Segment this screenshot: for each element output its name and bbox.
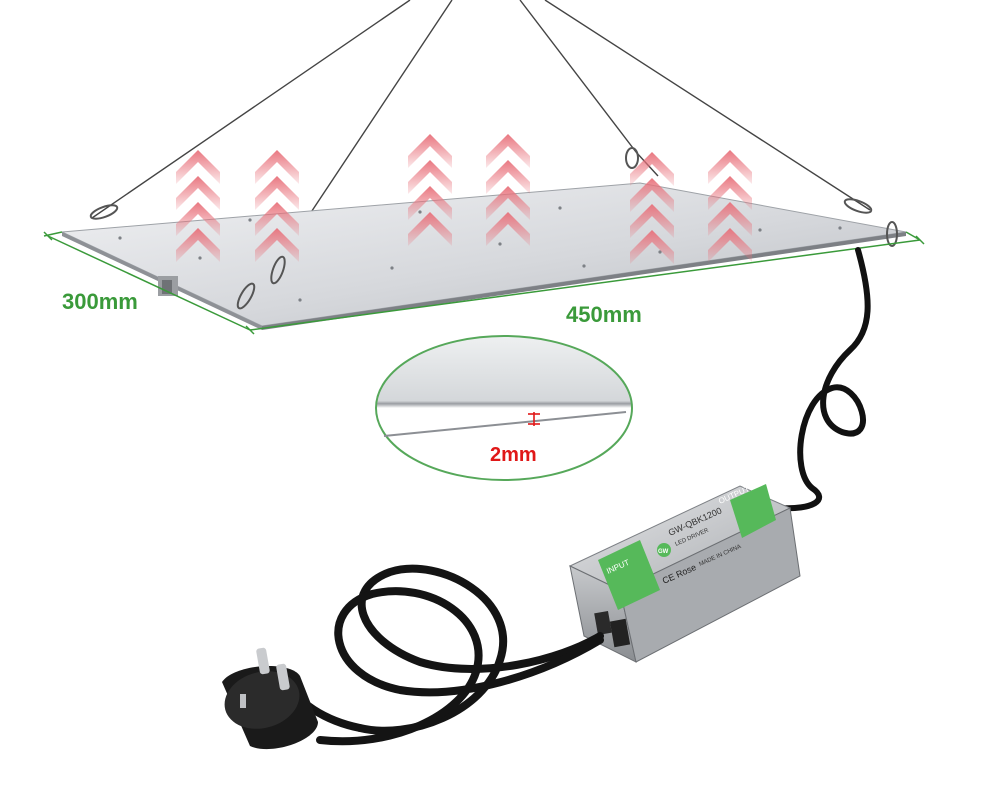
dimension-lines (43, 231, 925, 335)
thickness-dimension-label: 2mm (490, 444, 537, 466)
width-dimension-label: 300mm (62, 289, 138, 314)
length-dimension-label: 450mm (566, 302, 642, 327)
eu-plug-icon (222, 647, 318, 750)
output-cable (777, 247, 871, 512)
thickness-marker (528, 412, 540, 426)
led-driver: INPUT OUTPUT GW-QBK1200 LED DRIVER CE Ro… (568, 484, 801, 663)
hanging-hooks (89, 147, 898, 310)
thickness-magnifier (375, 335, 633, 481)
led-panel (60, 182, 907, 330)
input-cable (286, 564, 604, 746)
driver-logo: GW (658, 549, 669, 555)
